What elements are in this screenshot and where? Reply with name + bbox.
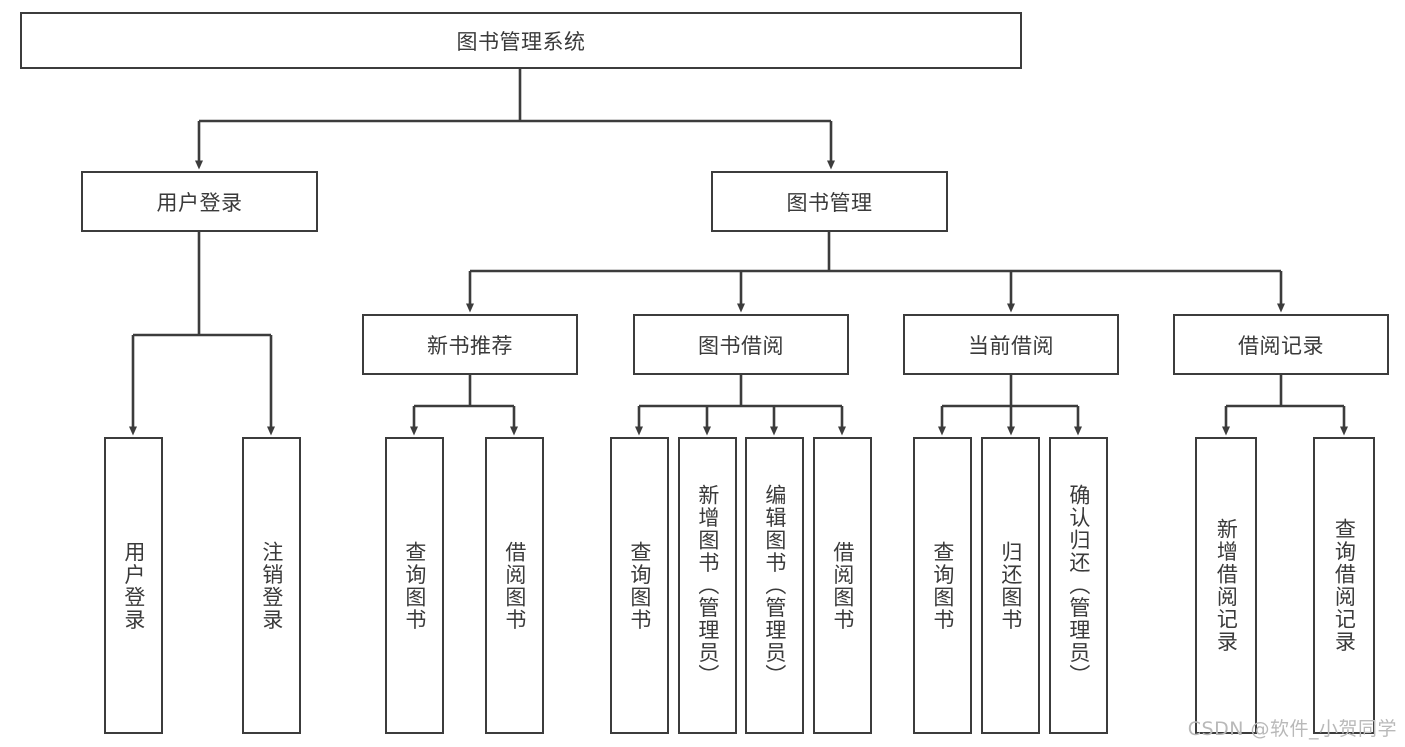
node-leaf-cur-query-book[interactable]: 查询图书 [913, 437, 972, 734]
node-leaf-rec-add-record[interactable]: 新增借阅记录 [1195, 437, 1257, 734]
node-leaf-rec-query-book[interactable]: 查询图书 [385, 437, 444, 734]
node-leaf-borrow-add-book[interactable]: 新增图书（管理员） [678, 437, 737, 734]
node-leaf-cur-confirm-return[interactable]: 确认归还（管理员） [1049, 437, 1108, 734]
node-leaf-rec-query-book-label: 查询图书 [402, 540, 427, 631]
node-current-borrow-label: 当前借阅 [968, 333, 1054, 358]
node-leaf-cur-return-book[interactable]: 归还图书 [981, 437, 1040, 734]
node-book-borrow-label: 图书借阅 [698, 333, 784, 358]
node-leaf-user-login-label: 用户登录 [121, 540, 146, 631]
node-leaf-rec-query-record[interactable]: 查询借阅记录 [1313, 437, 1375, 734]
node-new-book-rec-label: 新书推荐 [427, 333, 513, 358]
node-leaf-user-login[interactable]: 用户登录 [104, 437, 163, 734]
node-leaf-cur-confirm-return-label: 确认归还（管理员） [1066, 484, 1091, 687]
node-leaf-cur-query-book-label: 查询图书 [930, 540, 955, 631]
node-leaf-borrow-lend-book[interactable]: 借阅图书 [813, 437, 872, 734]
node-leaf-borrow-lend-book-label: 借阅图书 [830, 540, 855, 631]
node-borrow-record-label: 借阅记录 [1238, 333, 1324, 358]
node-leaf-borrow-query-book[interactable]: 查询图书 [610, 437, 669, 734]
node-borrow-record[interactable]: 借阅记录 [1173, 314, 1389, 375]
node-leaf-rec-borrow-book-label: 借阅图书 [502, 540, 527, 631]
node-leaf-user-logout[interactable]: 注销登录 [242, 437, 301, 734]
node-leaf-borrow-edit-book-label: 编辑图书（管理员） [762, 484, 787, 687]
node-user-login[interactable]: 用户登录 [81, 171, 318, 232]
node-new-book-rec[interactable]: 新书推荐 [362, 314, 578, 375]
node-leaf-borrow-edit-book[interactable]: 编辑图书（管理员） [745, 437, 804, 734]
watermark: CSDN @软件_小贺同学 [1187, 718, 1397, 740]
node-book-borrow[interactable]: 图书借阅 [633, 314, 849, 375]
node-root-label: 图书管理系统 [456, 29, 586, 54]
node-root[interactable]: 图书管理系统 [20, 12, 1022, 69]
node-leaf-user-logout-label: 注销登录 [259, 540, 284, 631]
node-user-login-label: 用户登录 [156, 190, 243, 215]
node-book-manage[interactable]: 图书管理 [711, 171, 948, 232]
node-book-manage-label: 图书管理 [786, 190, 873, 215]
node-leaf-cur-return-book-label: 归还图书 [998, 540, 1023, 631]
node-leaf-rec-query-record-label: 查询借阅记录 [1332, 518, 1357, 653]
node-leaf-rec-borrow-book[interactable]: 借阅图书 [485, 437, 544, 734]
node-current-borrow[interactable]: 当前借阅 [903, 314, 1119, 375]
node-leaf-rec-add-record-label: 新增借阅记录 [1214, 518, 1239, 653]
node-leaf-borrow-add-book-label: 新增图书（管理员） [695, 484, 720, 687]
node-leaf-borrow-query-book-label: 查询图书 [627, 540, 652, 631]
